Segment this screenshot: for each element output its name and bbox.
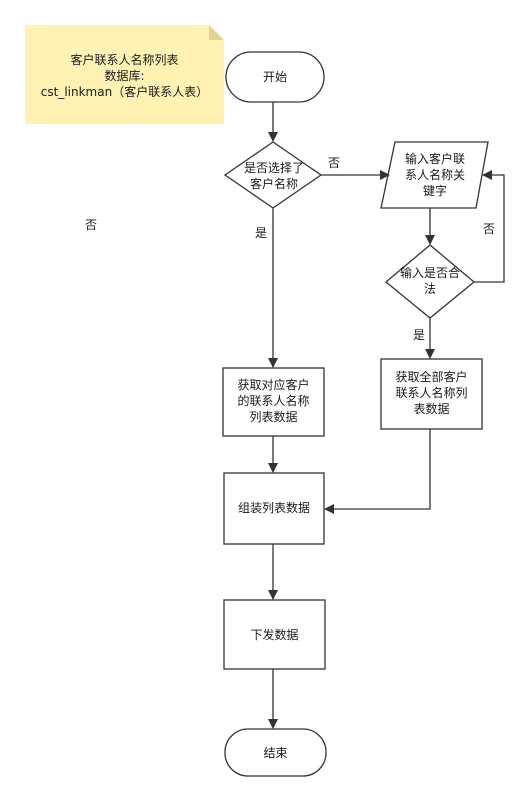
input-keyword-parallelogram bbox=[380, 141, 489, 209]
start-terminal bbox=[225, 51, 325, 103]
get-all-list-label: 获取全部客户 联系人名称列 表数据 bbox=[395, 370, 468, 416]
note-database-label: 数据库: bbox=[104, 69, 145, 83]
assemble-label: 组装列表数据 bbox=[237, 501, 310, 515]
input-keyword-label: 输入客户联 系人名称关 键字 bbox=[404, 152, 465, 198]
edge-all-list-to-assemble bbox=[324, 429, 431, 514]
decision2-no-label: 否 bbox=[482, 222, 495, 236]
decision1-no-label: 否 bbox=[327, 156, 340, 170]
decision2-label: 输入是否合 法 bbox=[399, 266, 460, 296]
note-shape bbox=[25, 25, 224, 124]
get-all-list-process bbox=[380, 358, 483, 430]
decision1-yes-label: 是 bbox=[254, 226, 267, 240]
decision1-label: 是否选择了 客户名称 bbox=[243, 161, 304, 191]
end-label: 结束 bbox=[263, 746, 288, 760]
note-title: 客户联系人名称列表 bbox=[70, 53, 179, 67]
stray-no-label: 否 bbox=[84, 218, 97, 232]
start-label: 开始 bbox=[262, 70, 287, 84]
send-process bbox=[223, 599, 326, 670]
assemble-process bbox=[223, 472, 325, 545]
send-label: 下发数据 bbox=[250, 628, 299, 642]
get-customer-list-label: 获取对应客户 的联系人名称 列表数据 bbox=[237, 378, 310, 424]
decision2-yes-label: 是 bbox=[412, 328, 425, 342]
edge-decision2-no-loop bbox=[474, 170, 505, 283]
note-table-name: cst_linkman（客户联系人表） bbox=[40, 85, 209, 99]
end-terminal bbox=[224, 728, 327, 777]
note-fold bbox=[209, 25, 224, 40]
